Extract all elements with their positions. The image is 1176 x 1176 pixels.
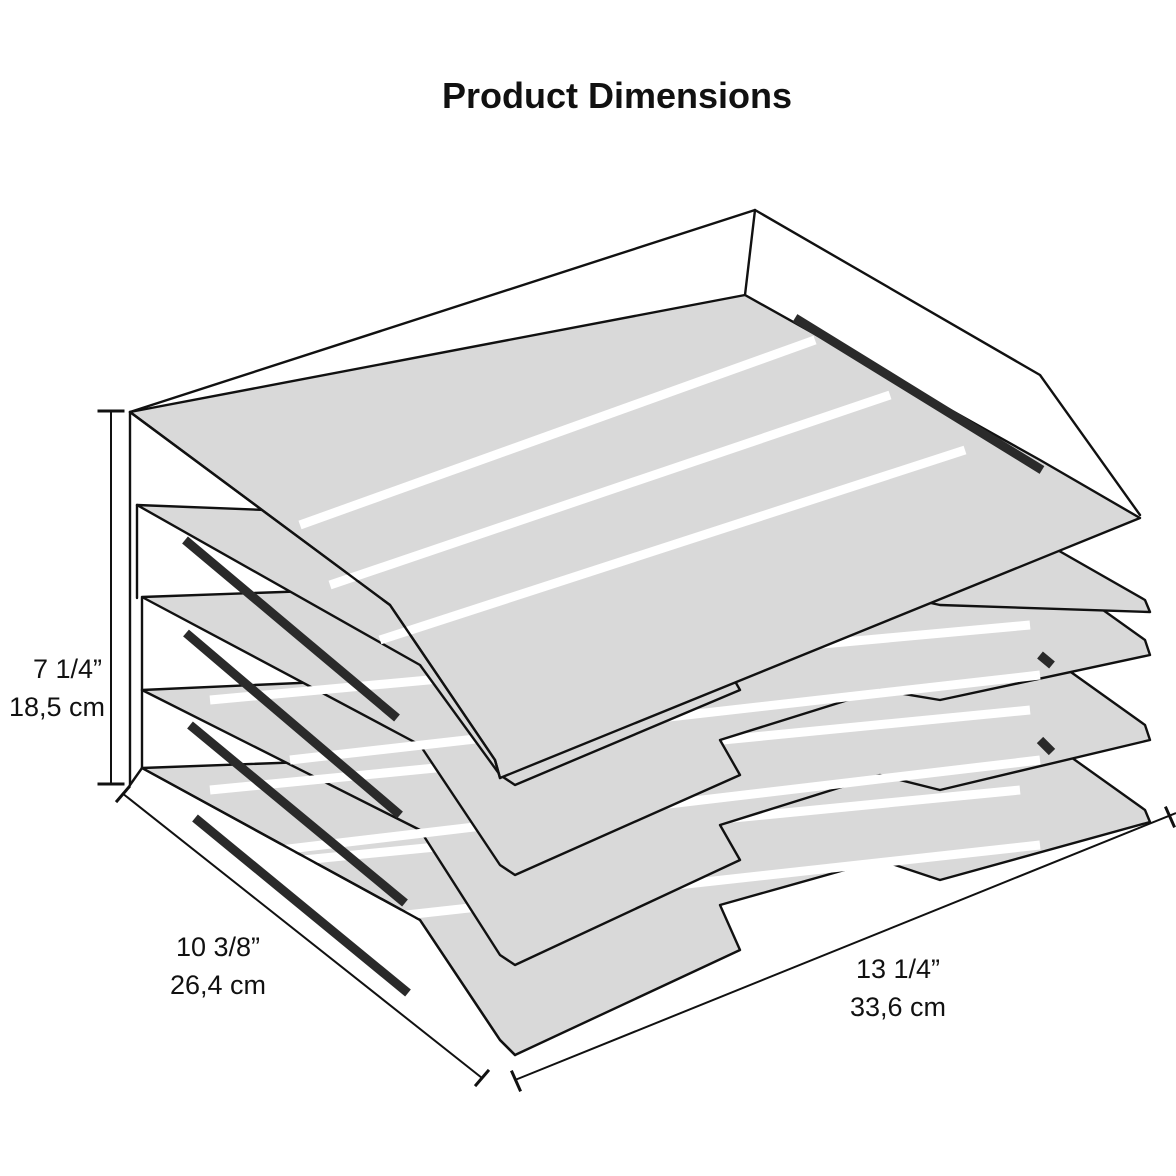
tray-rail-left	[182, 536, 400, 722]
page-title: Product Dimensions	[442, 75, 792, 116]
tray-slot-stripe	[378, 445, 967, 645]
tray-rail-right	[792, 314, 1045, 474]
tray-rail-right	[1036, 736, 1056, 756]
width-imperial-label: 13 1/4”	[856, 954, 940, 984]
tray-slot-stripe	[328, 390, 892, 590]
height-imperial-label: 7 1/4”	[33, 654, 102, 684]
height-dimension: 7 1/4” 18,5 cm	[9, 409, 125, 786]
tray-rail-left	[183, 629, 403, 819]
tray-rail-right	[1037, 651, 1055, 669]
tray-rail-left	[192, 814, 411, 997]
depth-imperial-label: 10 3/8”	[176, 932, 260, 962]
width-dimension: 13 1/4” 33,6 cm	[510, 806, 1176, 1092]
depth-metric-label: 26,4 cm	[170, 970, 266, 1000]
height-metric-label: 18,5 cm	[9, 692, 105, 722]
depth-dimension: 10 3/8” 26,4 cm	[114, 784, 491, 1088]
tray-rail-left	[187, 721, 408, 907]
width-metric-label: 33,6 cm	[850, 992, 946, 1022]
tray-tier-1	[128, 208, 1142, 780]
tray-slot-stripe	[298, 335, 817, 530]
tray-frame	[128, 410, 517, 1057]
